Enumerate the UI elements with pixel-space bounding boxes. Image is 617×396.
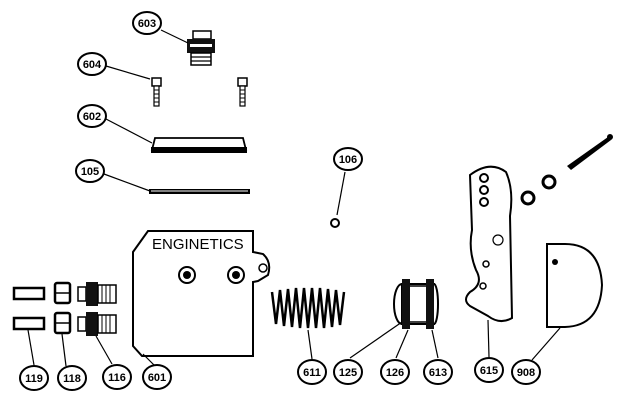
callout-908-label: 908 — [517, 367, 535, 379]
part-603-fitting — [187, 30, 215, 66]
brand-label: ENGINETICS — [152, 236, 244, 253]
callout-611: 611 — [297, 359, 327, 385]
callout-125-label: 125 — [339, 367, 357, 379]
callout-602: 602 — [77, 104, 107, 128]
callout-118: 118 — [57, 365, 87, 391]
callout-601: 601 — [142, 364, 172, 390]
callout-105-label: 105 — [81, 166, 99, 178]
part-118-nuts — [53, 281, 72, 335]
callout-603-label: 603 — [138, 18, 156, 30]
callout-105: 105 — [75, 159, 105, 183]
part-615-lever — [465, 165, 514, 322]
part-611-spring — [270, 287, 346, 329]
part-105-gasket — [149, 189, 250, 194]
part-604-screws — [151, 77, 248, 107]
part-613-piston — [393, 279, 439, 329]
part-106-ring — [330, 218, 340, 228]
part-908-half-disc — [546, 243, 604, 328]
leader-lines — [27, 29, 561, 367]
callout-604-label: 604 — [83, 59, 102, 71]
part-119-sleeves — [12, 286, 46, 331]
callout-126-label: 126 — [386, 367, 404, 379]
callout-116-label: 116 — [108, 372, 126, 384]
callout-119-label: 119 — [25, 373, 43, 385]
callout-106: 106 — [333, 147, 363, 171]
callout-125: 125 — [333, 359, 363, 385]
part-116-fittings — [77, 282, 117, 336]
callout-613-label: 613 — [429, 367, 447, 379]
callout-118-label: 118 — [63, 373, 81, 385]
washers-and-pin — [520, 134, 613, 206]
callout-615: 615 — [474, 357, 504, 383]
part-601-body: ENGINETICS — [132, 230, 271, 357]
part-602-cover-plate — [150, 137, 248, 153]
callout-126: 126 — [380, 359, 410, 385]
callout-106-label: 106 — [339, 154, 357, 166]
callout-601-label: 601 — [148, 372, 166, 384]
callout-116: 116 — [102, 364, 132, 390]
callout-119: 119 — [19, 365, 49, 391]
callout-613: 613 — [423, 359, 453, 385]
callout-602-label: 602 — [83, 111, 101, 123]
callout-615-label: 615 — [480, 365, 498, 377]
callout-603: 603 — [132, 11, 162, 35]
callout-611-label: 611 — [303, 367, 321, 379]
callout-604: 604 — [77, 52, 107, 76]
callout-908: 908 — [511, 359, 541, 385]
